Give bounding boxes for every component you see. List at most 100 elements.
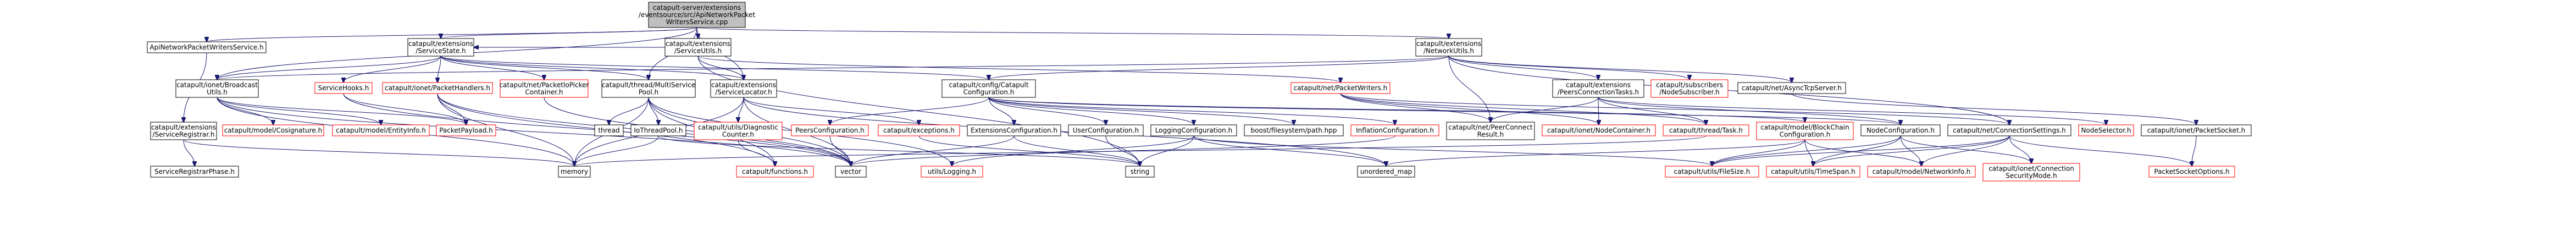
node-box: [150, 166, 239, 178]
node-unordered_map[interactable]: unordered_map: [1357, 166, 1415, 178]
node-label: /ServiceRegistrar.h: [152, 131, 214, 139]
edge-networkutils-to-peerconntasks: [1448, 56, 1598, 80]
node-label: memory: [561, 168, 588, 175]
edge-connsettings-to-filesize: [1712, 135, 2010, 166]
edge-servicehooks-to-packetpayload: [343, 93, 466, 125]
edge-blockchainconfig-to-networkinfo: [1804, 139, 1921, 166]
node-futurehandle[interactable]: catapult/thread/Task.h: [1663, 124, 1749, 136]
node-timespan[interactable]: catapult/utils/TimeSpan.h: [1766, 166, 1860, 178]
edge-networkutils-to-asynctcp: [1448, 56, 1792, 83]
node-vector[interactable]: vector: [835, 166, 867, 178]
node-label: catapult/extensions: [1416, 40, 1481, 48]
node-label: ApiNetworkPacketWritersService.h: [149, 43, 263, 51]
node-serviceutils[interactable]: catapult/extensions/ServiceUtils.h: [664, 38, 732, 57]
node-serviceregistrar[interactable]: catapult/extensions/ServiceRegistrar.h: [150, 122, 217, 140]
edge-line: [1193, 135, 1712, 166]
node-userconfig[interactable]: UserConfiguration.h: [1068, 124, 1144, 136]
edge-line: [989, 56, 1449, 80]
node-nodeconfig[interactable]: NodeConfiguration.h: [1860, 124, 1941, 136]
edge-serviceutils-to-packetwriters: [697, 56, 1340, 83]
node-box: [436, 124, 496, 136]
node-networkutils[interactable]: catapult/extensions/NetworkUtils.h: [1415, 38, 1482, 57]
edge-line: [343, 93, 466, 125]
node-servicestate[interactable]: catapult/extensions/ServiceState.h: [407, 38, 474, 57]
node-filesize[interactable]: catapult/utils/FileSize.h: [1665, 166, 1759, 178]
node-registrarphase[interactable]: ServiceRegistrarPhase.h: [150, 166, 239, 178]
node-label: /NetworkUtils.h: [1423, 47, 1474, 55]
node-box: [1542, 124, 1656, 136]
node-string[interactable]: string: [1125, 166, 1155, 178]
node-thread[interactable]: thread: [594, 124, 624, 136]
node-label: catapult/net/AsyncTcpServer.h: [1742, 84, 1842, 92]
node-label: catapult-server/extensions: [653, 4, 741, 12]
edge-catapultconfig-to-boostpath: [988, 97, 1294, 125]
node-label: catapult/extensions: [151, 124, 216, 131]
node-label: PacketPayload.h: [439, 127, 492, 134]
edge-line: [183, 139, 195, 166]
node-box: [1244, 124, 1344, 136]
node-servicehooks[interactable]: ServiceHooks.h: [314, 82, 373, 94]
node-box: [175, 79, 259, 98]
node-label: catapult/utils/Diagnostic: [698, 124, 778, 131]
edge-servicelocator-to-unordered_map: [743, 97, 1386, 166]
node-box: [1068, 124, 1144, 136]
node-label: /ServiceState.h: [416, 47, 466, 55]
node-loggingconfig[interactable]: LoggingConfiguration.h: [1150, 124, 1237, 136]
edge-line: [988, 97, 1194, 125]
node-label: UserConfiguration.h: [1073, 127, 1139, 134]
node-apiwriters[interactable]: ApiNetworkPacketWritersService.h: [147, 41, 267, 53]
node-connsettings[interactable]: catapult/net/ConnectionSettings.h: [1947, 124, 2071, 136]
node-box: [2141, 124, 2252, 136]
edge-connsettings-to-timespan: [1813, 135, 2010, 166]
edge-line: [440, 56, 744, 80]
edge-servicestate-to-multiservicepool: [440, 56, 649, 80]
node-peerconntasks[interactable]: catapult/extensions/PeersConnectionTasks…: [1552, 79, 1644, 98]
node-label: catapult/thread/MultiService: [602, 81, 695, 89]
node-packetwriters[interactable]: catapult/net/PacketWriters.h: [1290, 82, 1391, 94]
node-box: [1350, 124, 1439, 136]
edge-line: [851, 135, 1015, 166]
node-peersconfig[interactable]: PeersConfiguration.h: [791, 124, 869, 136]
node-networkinfo[interactable]: catapult/model/NetworkInfo.h: [1867, 166, 1976, 178]
node-socketoptions[interactable]: PacketSocketOptions.h: [2148, 166, 2235, 178]
edge-broadcastutils-to-entityinfo: [217, 97, 381, 125]
node-nodeselector[interactable]: NodeSelector.h: [2078, 124, 2134, 136]
node-servicelocator[interactable]: catapult/extensions/ServiceLocator.h: [710, 79, 777, 98]
node-cosignature[interactable]: catapult/model/Cosignature.h: [222, 124, 324, 136]
node-asynctcp[interactable]: catapult/net/AsyncTcpServer.h: [1737, 82, 1846, 94]
edge-packetwriters-to-futurehandle: [1340, 93, 1706, 125]
node-nodecontainer[interactable]: catapult/ionet/NodeContainer.h: [1542, 124, 1656, 136]
node-inflationconfig[interactable]: InflationConfiguration.h: [1350, 124, 1439, 136]
node-entityinfo[interactable]: catapult/model/EntityInfo.h: [332, 124, 430, 136]
edge-broadcastutils-to-vector: [217, 97, 851, 166]
node-packethandlers[interactable]: catapult/ionet/PacketHandlers.h: [382, 82, 493, 94]
node-packetpayload[interactable]: PacketPayload.h: [436, 124, 496, 136]
edge-line: [738, 139, 775, 166]
node-boostpath[interactable]: boost/filesystem/path.hpp: [1244, 124, 1344, 136]
node-box: [1860, 124, 1941, 136]
node-iothreadpool[interactable]: IoThreadPool.h: [630, 124, 686, 136]
node-functions[interactable]: catapult/functions.h: [736, 166, 814, 178]
node-extconfig[interactable]: ExtensionsConfiguration.h: [967, 124, 1061, 136]
node-memory[interactable]: memory: [558, 166, 591, 178]
edge-line: [743, 97, 919, 125]
node-logging[interactable]: utils/Logging.h: [921, 166, 983, 178]
edge-line: [440, 56, 544, 80]
node-label: catapult/model/EntityInfo.h: [336, 127, 426, 134]
node-label: SecurityMode.h: [2006, 172, 2057, 180]
edge-line: [1448, 56, 2009, 125]
edge-line: [1140, 135, 1194, 166]
edge-networkutils-to-subscribers: [1448, 56, 1689, 80]
node-packetsocket[interactable]: catapult/ionet/PacketSocket.h: [2141, 124, 2252, 136]
node-subscribers[interactable]: catapult/subscribers/NodeSubscriber.h: [1650, 79, 1729, 98]
node-exceptions[interactable]: catapult/exceptions.h: [878, 124, 960, 136]
